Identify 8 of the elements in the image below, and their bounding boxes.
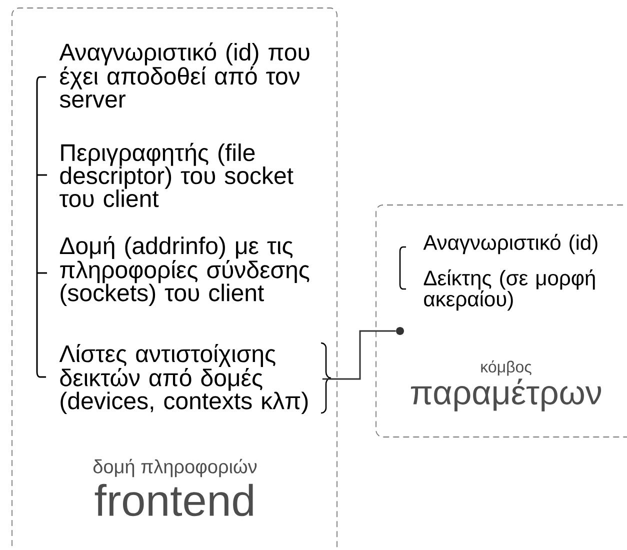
junction-dot [396, 327, 404, 335]
field-text: Αναγνωριστικό (id) [423, 234, 598, 254]
field-text: Δομή (addrinfo) με τις πληροφορίες σύνδεσης (sockets) του client [60, 236, 310, 306]
field-text: Δείκτης (σε μορφή ακεραίου) [424, 269, 595, 311]
field-text: Περιγραφητής (file descriptor) του socket του client [60, 142, 294, 208]
field-text: Αναγνωριστικό (id) που έχει αποδοθεί από τον server [59, 42, 310, 108]
connector [322, 330, 396, 380]
field-text: Λίστες αντιστοίχισης δεικτών από δομές (devices, contexts κλπ) [59, 344, 308, 414]
